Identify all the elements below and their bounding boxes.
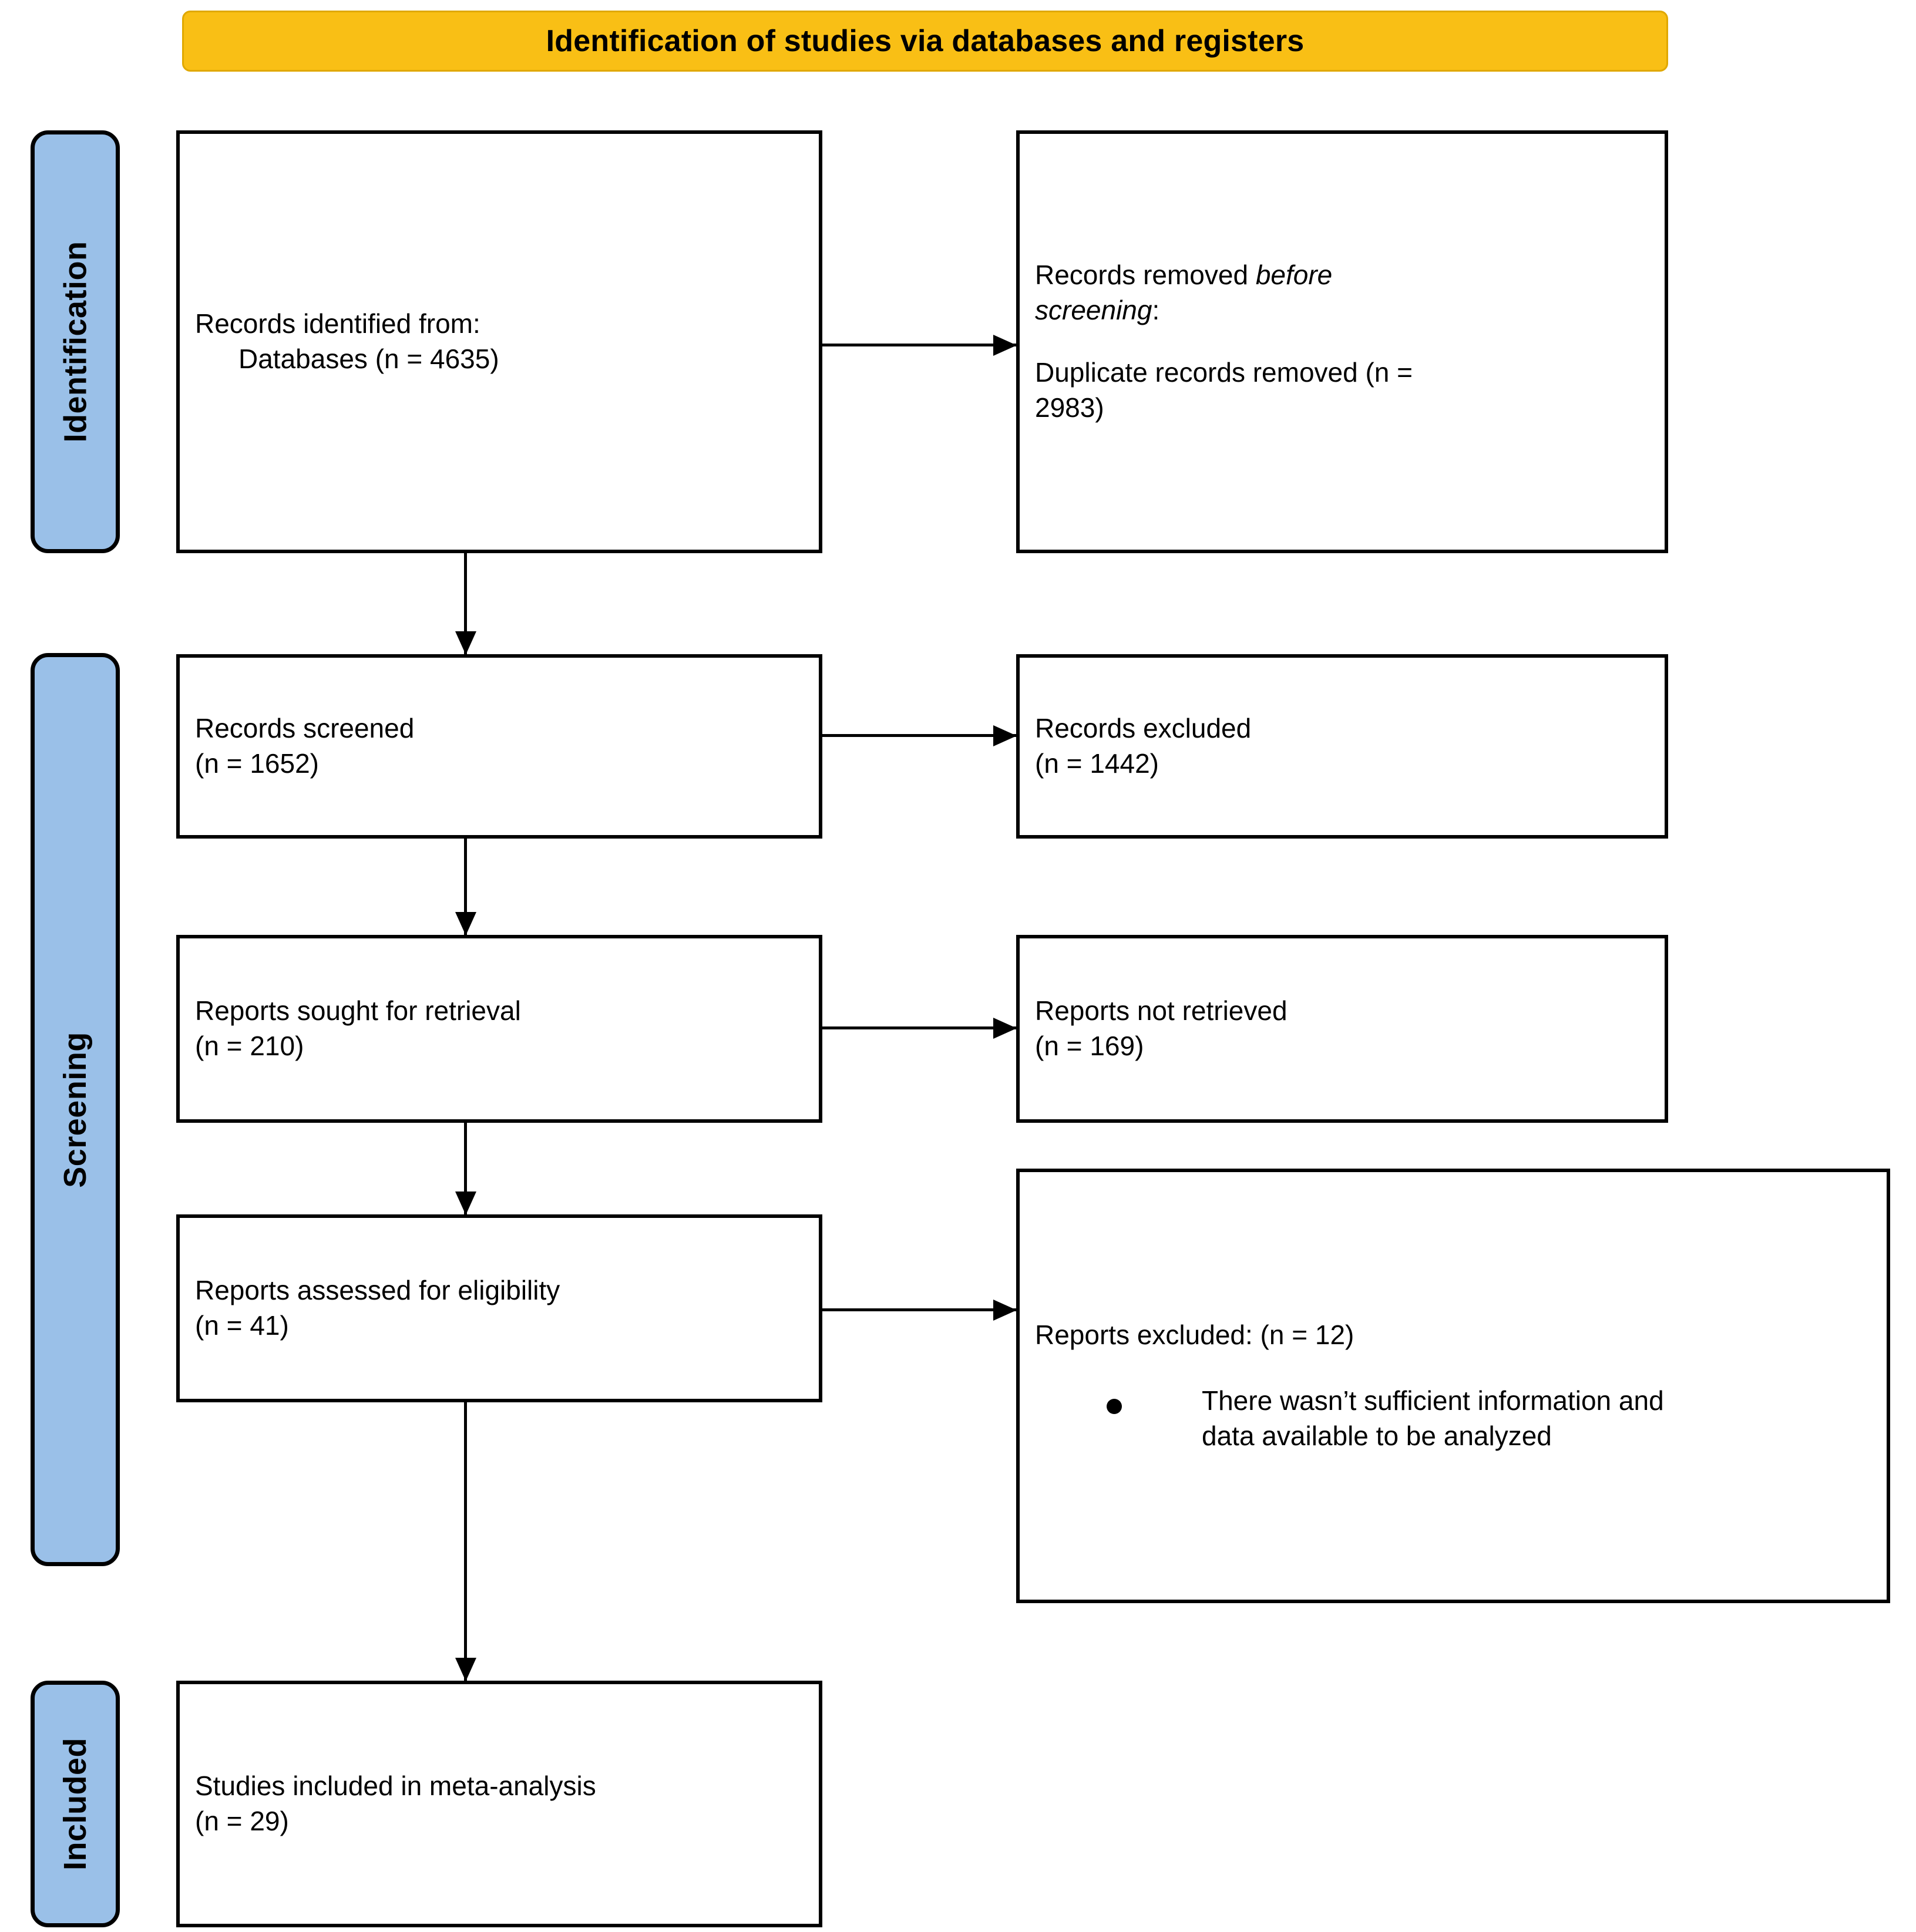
node-reports-sought-line1: Reports sought for retrieval [195,995,521,1026]
node-records-excluded: Records excluded (n = 1442) [1016,654,1668,839]
stage-label-screening-text: Screening [58,1031,93,1188]
arrowhead-icon [993,335,1017,356]
node-records-screened: Records screened (n = 1652) [176,654,822,839]
node-records-removed: Records removed before screening: Duplic… [1016,130,1668,553]
edge-line [464,553,467,654]
node-records-removed-spacer [1035,328,1649,355]
node-records-removed-line4: 2983) [1035,392,1104,423]
stage-label-included: Included [31,1681,120,1927]
node-records-removed-line2: screening: [1035,293,1649,328]
node-records-screened-line2: (n = 1652) [195,748,319,779]
node-records-removed-line3: Duplicate records removed (n = [1035,357,1413,388]
arrowhead-icon [455,912,476,935]
node-records-excluded-line1: Records excluded [1035,713,1252,744]
node-records-identified-line2: Databases (n = 4635) [238,344,499,374]
node-reports-excluded-bullet-line1: There wasn’t sufficient information and [1202,1385,1664,1416]
stage-label-identification: Identification [31,130,120,553]
edge-line [822,734,1016,737]
arrowhead-icon [455,631,476,655]
edge-assessed-to-reports-excluded [822,1300,1017,1321]
node-reports-excluded-bullet-line2: data available to be analyzed [1202,1420,1552,1451]
node-reports-excluded-bullet-text: There wasn’t sufficient information and … [1202,1384,1664,1454]
node-reports-assessed-line2: (n = 41) [195,1310,289,1341]
node-studies-included-line2: (n = 29) [195,1806,289,1836]
edge-assessed-to-studies [455,1402,476,1681]
node-reports-excluded-bullet-item: There wasn’t sufficient information and … [1035,1384,1871,1454]
edge-sought-to-assessed [455,1123,476,1215]
node-records-removed-line1-plain: Records removed [1035,260,1256,291]
node-records-removed-line2-plain: : [1152,295,1160,326]
node-records-excluded-line2: (n = 1442) [1035,748,1159,779]
node-reports-not-retrieved-line2: (n = 169) [1035,1031,1144,1061]
edge-line [464,1123,467,1214]
edge-sought-to-not-retrieved [822,1018,1017,1039]
node-records-removed-line1: Records removed before [1035,258,1649,293]
node-reports-not-retrieved-line1: Reports not retrieved [1035,995,1288,1026]
node-records-removed-line1-italic: before [1255,260,1333,291]
edge-line [822,1308,1016,1311]
node-reports-excluded: Reports excluded: (n = 12) There wasn’t … [1016,1169,1890,1603]
arrowhead-icon [993,1018,1017,1039]
node-records-removed-line2-italic: screening [1035,295,1152,326]
arrowhead-icon [993,725,1017,746]
node-records-screened-line1: Records screened [195,713,415,744]
edge-screened-to-excluded [822,725,1017,746]
arrowhead-icon [455,1191,476,1215]
node-reports-sought-line2: (n = 210) [195,1031,304,1061]
node-studies-included: Studies included in meta-analysis (n = 2… [176,1681,822,1927]
diagram-header-banner: Identification of studies via databases … [182,11,1668,72]
stage-label-screening: Screening [31,653,120,1566]
edge-line [464,1402,467,1681]
node-records-identified: Records identified from: Databases (n = … [176,130,822,553]
node-studies-included-line1: Studies included in meta-analysis [195,1771,596,1802]
bullet-point-icon [1107,1399,1122,1415]
node-reports-sought: Reports sought for retrieval (n = 210) [176,935,822,1123]
node-reports-not-retrieved: Reports not retrieved (n = 169) [1016,935,1668,1123]
stage-label-included-text: Included [58,1737,93,1871]
edge-identified-to-screened [455,553,476,655]
edge-line [822,344,1016,346]
edge-screened-to-sought [455,839,476,935]
node-reports-assessed-line1: Reports assessed for eligibility [195,1275,560,1306]
edge-line [822,1026,1016,1029]
stage-label-identification-text: Identification [58,241,93,443]
diagram-title: Identification of studies via databases … [546,24,1305,58]
node-records-identified-line1: Records identified from: [195,308,480,339]
node-reports-excluded-heading: Reports excluded: (n = 12) [1035,1320,1354,1351]
node-reports-assessed: Reports assessed for eligibility (n = 41… [176,1214,822,1402]
edge-line [464,839,467,935]
arrowhead-icon [455,1658,476,1681]
arrowhead-icon [993,1300,1017,1321]
edge-identified-to-removed [822,335,1017,356]
